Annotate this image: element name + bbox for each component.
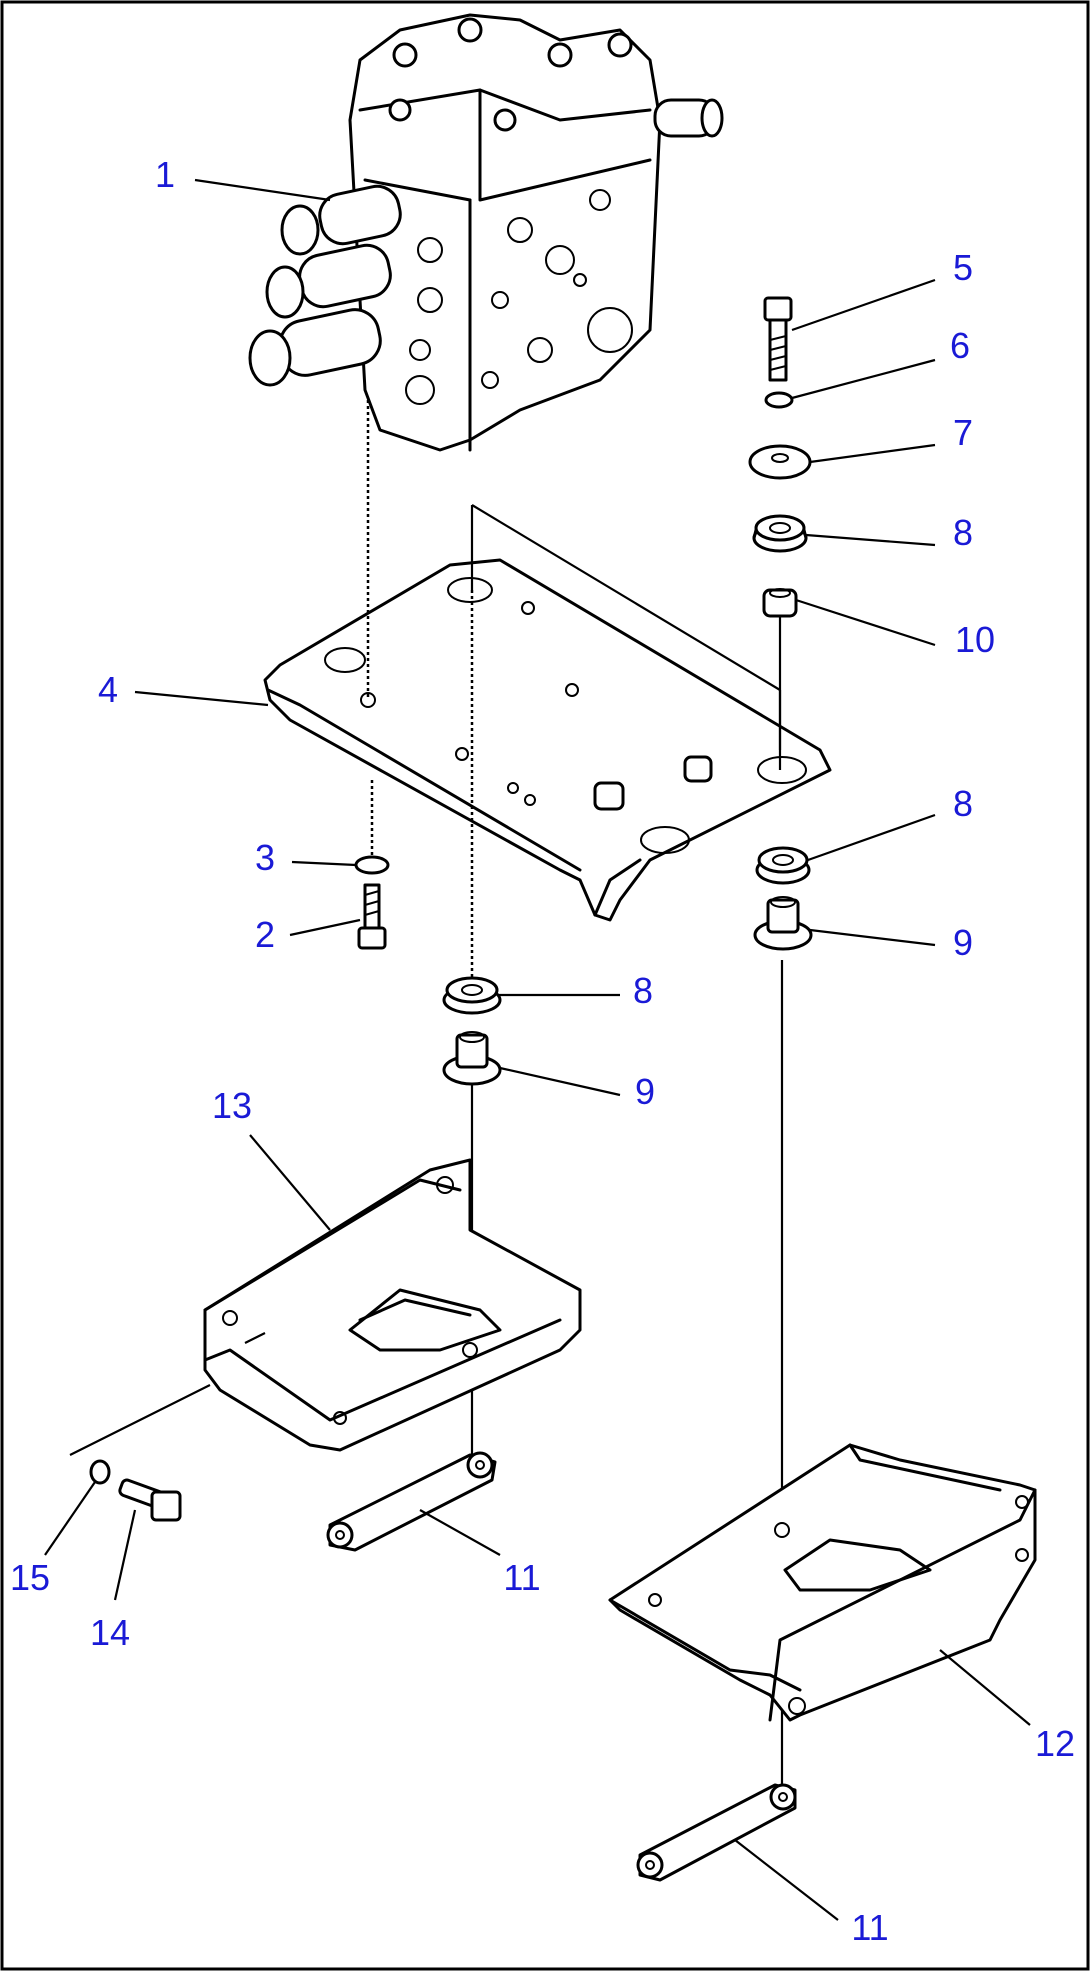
callout-4: 4 xyxy=(98,669,118,710)
callout-5: 5 xyxy=(953,247,973,288)
part-cushion-8-centre xyxy=(442,976,502,1015)
part-cushion-8-right xyxy=(755,846,811,885)
callout-2: 2 xyxy=(255,914,275,955)
callout-13: 13 xyxy=(212,1085,252,1126)
part-bolt-5 xyxy=(763,296,793,382)
callout-10: 10 xyxy=(955,619,995,660)
part-bracket-12 xyxy=(608,1443,1037,1722)
part-collar-10 xyxy=(762,588,798,618)
part-bolt-14 xyxy=(118,1478,182,1522)
callout-8-top: 8 xyxy=(953,512,973,553)
part-bracket-13 xyxy=(69,1158,582,1456)
part-mounting-plate xyxy=(263,558,832,922)
callout-9-right: 9 xyxy=(953,922,973,963)
part-bar-11-centre xyxy=(326,1451,497,1552)
part-bolt-2 xyxy=(357,883,387,950)
callout-labels: 1 2 3 4 5 6 7 8 10 8 9 8 9 13 11 12 11 1… xyxy=(10,154,1075,1948)
part-washer-15 xyxy=(89,1459,111,1485)
part-cushion-8-top xyxy=(752,514,808,553)
part-collar-9-right xyxy=(753,896,813,951)
callout-3: 3 xyxy=(255,837,275,878)
callout-15: 15 xyxy=(10,1557,50,1598)
part-washer-3 xyxy=(354,855,390,875)
part-bar-11-right xyxy=(636,1783,797,1882)
callout-14: 14 xyxy=(90,1612,130,1653)
callout-12: 12 xyxy=(1035,1723,1075,1764)
callout-8-centre: 8 xyxy=(633,970,653,1011)
callout-9-centre: 9 xyxy=(635,1071,655,1112)
part-washer-6 xyxy=(764,391,794,409)
part-control-valve xyxy=(248,13,724,452)
callout-leaders xyxy=(44,178,1031,1921)
callout-8-right: 8 xyxy=(953,783,973,824)
callout-11-right: 11 xyxy=(851,1907,888,1948)
part-collar-9-centre xyxy=(442,1031,502,1086)
callout-11-centre: 11 xyxy=(503,1557,540,1598)
callout-7: 7 xyxy=(953,412,973,453)
part-washer-7 xyxy=(748,444,812,480)
callout-6: 6 xyxy=(950,325,970,366)
callout-1: 1 xyxy=(155,154,175,195)
